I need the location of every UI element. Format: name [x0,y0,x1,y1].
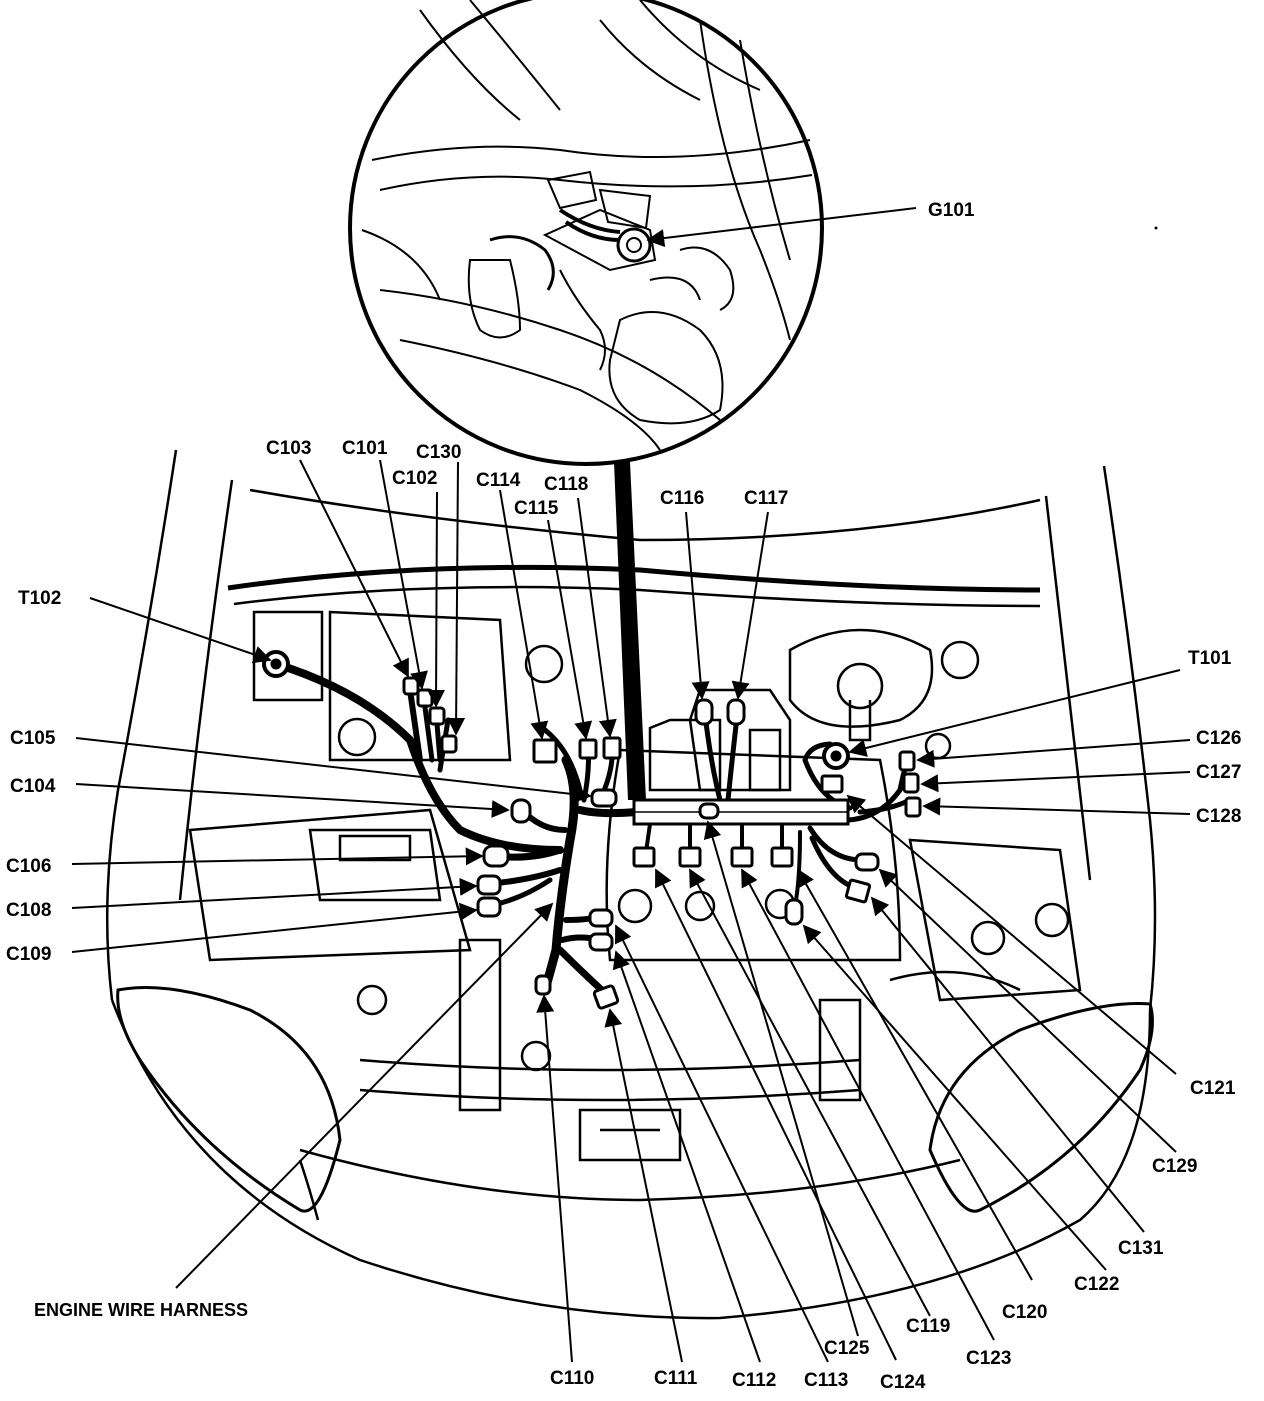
ground-strap [614,462,646,800]
connector-c108 [476,874,502,896]
label-c108: C108 [6,900,51,921]
connector-c127 [902,772,920,794]
connector-c103 [402,676,420,696]
label-c111: C111 [654,1368,698,1389]
connector-c117 [726,698,746,726]
connector-c101 [416,688,434,708]
connector-c105 [590,788,618,808]
label-t102: T102 [18,588,61,609]
label-engine-wire-harness: ENGINE WIRE HARNESS [34,1300,248,1320]
label-c126: C126 [1196,728,1241,749]
connector-c102 [428,706,446,726]
label-c115: C115 [514,498,559,519]
label-c119: C119 [906,1316,950,1337]
label-c102: C102 [392,468,437,489]
ground-detail-inset [348,0,824,466]
connector-c131 [784,898,804,926]
connector-c128 [904,796,922,818]
connectors [262,650,922,1010]
connector-c114 [532,738,558,764]
label-c101: C101 [342,438,388,459]
connector-c104 [510,798,532,824]
connector-c125 [698,802,720,820]
label-c104: C104 [10,776,56,797]
label-c116: C116 [660,488,704,509]
label-c128: C128 [1196,806,1241,827]
label-c125: C125 [824,1338,870,1359]
label-t101: T101 [1188,648,1232,669]
label-c124: C124 [880,1372,926,1393]
connector-c112 [588,932,614,952]
label-c106: C106 [6,856,51,877]
label-c127: C127 [1196,762,1241,783]
connector-c118 [602,736,622,760]
connector-c106 [482,844,510,868]
connector-c124 [632,846,656,868]
label-c117: C117 [744,488,788,509]
label-c130: C130 [416,442,461,463]
label-c110: C110 [550,1368,594,1389]
connector-c111 [592,984,620,1010]
label-c105: C105 [10,728,56,749]
label-c120: C120 [1002,1302,1047,1323]
label-c129: C129 [1152,1156,1197,1177]
connector-c120 [770,846,794,868]
label-c121: C121 [1190,1078,1236,1099]
connector-c129 [854,852,880,872]
connector-c122 [844,878,872,904]
label-c118: C118 [544,474,588,495]
connector-c109 [476,896,502,918]
label-c114: C114 [476,470,521,491]
connector-c113 [588,908,614,928]
car-body [105,449,1157,1320]
label-c103: C103 [266,438,311,459]
connector-c126 [898,750,916,772]
label-c131: C131 [1118,1238,1164,1259]
callout-labels: G101 T102 T101 C103 C101 C130 C102 C114 … [6,200,1241,1393]
connector-c115 [578,738,598,760]
inset-circle [348,0,824,466]
label-c123: C123 [966,1348,1011,1369]
connector-c130 [440,734,458,754]
connector-c116 [694,698,714,726]
connector-c123 [730,846,754,868]
label-c112: C112 [732,1370,776,1391]
label-g101: G101 [928,200,975,221]
label-c109: C109 [6,944,51,965]
leader-lines [71,207,1191,1363]
connector-c121 [820,774,844,794]
stray-dot [1154,226,1158,230]
label-c113: C113 [804,1370,848,1391]
connector-c110 [534,974,552,996]
connector-c119 [678,846,702,868]
label-c122: C122 [1074,1274,1119,1295]
